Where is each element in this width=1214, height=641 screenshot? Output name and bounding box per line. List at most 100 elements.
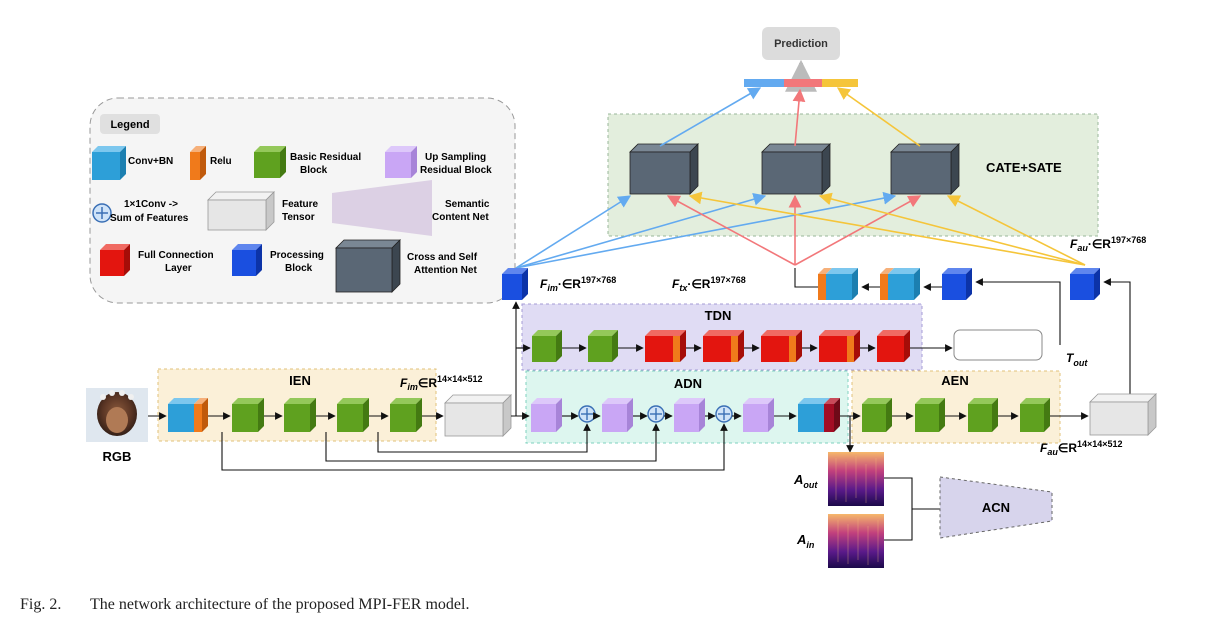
legend-feature-tensor-block [207, 191, 275, 231]
t-out-tensor [953, 329, 1043, 361]
tdn-fc-4 [819, 330, 860, 362]
legend-basic-residual-block [254, 146, 286, 178]
legend-basic-residual-label-1: Basic Residual [290, 152, 361, 163]
f-im-top-label: Fim·∈R197×768 [540, 275, 616, 293]
a-out-label: Aout [793, 472, 818, 490]
a-in-texture [837, 518, 879, 565]
legend-feature-tensor-label-1: Feature [282, 199, 319, 210]
a-in-spectrogram [828, 514, 884, 568]
a-in-label: Ain [796, 532, 815, 550]
processing-row: Fim·∈R197×768 Ftx·∈R197×768 Fau·∈R197× [502, 235, 1146, 395]
adn-upsample-1 [531, 398, 562, 432]
ien-residual-2 [284, 398, 316, 432]
legend-attention-label-2: Attention Net [414, 265, 477, 276]
legend-relu-label: Relu [210, 156, 232, 167]
text-conv-relu-1 [818, 268, 858, 300]
im-feature-tensor [444, 394, 512, 437]
legend: Legend Conv+BN Relu Basic Residual Block… [92, 114, 492, 293]
tdn-fc-1 [645, 330, 686, 362]
text-conv-relu-2 [880, 268, 920, 300]
processing-block-tx [942, 268, 972, 300]
adn-upsample-4 [743, 398, 774, 432]
legend-conv1x1-label-1: 1×1Conv -> [124, 199, 178, 210]
prediction-box [762, 27, 840, 60]
legend-processing-block [232, 244, 262, 276]
output-bar-red [784, 79, 822, 87]
output-bar-yellow [822, 79, 858, 87]
output-bar-blue [744, 79, 784, 87]
legend-title-box [100, 114, 160, 134]
processing-block-im [502, 268, 528, 300]
tdn-fc-3 [761, 330, 802, 362]
legend-processing-label-1: Processing [270, 250, 324, 261]
caption-text: The network architecture of the proposed… [90, 596, 470, 613]
aen-label: AEN [941, 373, 968, 388]
processing-block-au [1070, 268, 1100, 300]
legend-upsampling-label-1: Up Sampling [425, 152, 486, 163]
legend-fc-label-2: Layer [165, 263, 192, 274]
ien-residual-1 [232, 398, 264, 432]
f-au-bottom-label: Fau∈R14×14×512 [1040, 439, 1123, 457]
rgb-label: RGB [103, 449, 132, 464]
fusion-arrows [515, 87, 1086, 269]
tdn-fc-5 [877, 330, 910, 362]
ien-residual-4 [390, 398, 422, 432]
legend-fc-label-1: Full Connection [138, 250, 214, 261]
aen-residual-4 [1020, 398, 1050, 432]
legend-upsampling-label-2: Residual Block [420, 165, 492, 176]
legend-processing-label-2: Block [285, 263, 313, 274]
adn-upsample-2 [602, 398, 633, 432]
t-out-label: Tout [1066, 351, 1088, 368]
legend-upsampling-block [385, 146, 417, 178]
legend-relu-block [190, 146, 206, 180]
a-out-texture [835, 456, 877, 503]
sum-icon [92, 203, 112, 223]
adn-conv-output [798, 398, 840, 432]
f-au-top-label: Fau·∈R197×768 [1070, 235, 1146, 253]
aen-residual-1 [862, 398, 892, 432]
aen-residual-3 [968, 398, 998, 432]
tdn-fc-2 [703, 330, 744, 362]
figure-caption: Fig. 2. The network architecture of the p… [20, 596, 820, 614]
legend-semantic-label-2: Content Net [432, 212, 489, 223]
au-feature-tensor [1089, 393, 1157, 436]
legend-title: Legend [110, 119, 149, 131]
aen-residual-2 [915, 398, 945, 432]
f-im-label: Fim∈R14×14×512 [400, 374, 483, 392]
attention-block-3 [890, 143, 960, 195]
tdn-residual-2 [588, 330, 618, 362]
legend-attention-block [335, 239, 401, 293]
legend-fc-block [100, 244, 130, 276]
ien-residual-3 [337, 398, 369, 432]
legend-semantic-label-1: Semantic [445, 199, 490, 210]
attention-block-1 [629, 143, 699, 195]
acn-label: ACN [982, 500, 1010, 515]
main-row: RGB IEN Fim∈R14×14×512 [86, 301, 1157, 471]
prediction-label: Prediction [774, 38, 828, 50]
sum-icon [647, 405, 665, 423]
adn-label: ADN [674, 376, 702, 391]
legend-conv-bn-label: Conv+BN [128, 156, 173, 167]
legend-semantic-shape [332, 180, 432, 236]
tdn-residual-1 [532, 330, 562, 362]
legend-conv-bn-block [92, 146, 126, 180]
tdn-label: TDN [705, 308, 732, 323]
legend-conv1x1-label-2: Sum of Features [110, 213, 189, 224]
cate-sate-blocks: CATE+SATE [629, 143, 1062, 195]
legend-attention-label-1: Cross and Self [407, 252, 478, 263]
sum-icon [715, 405, 733, 423]
f-tx-label: Ftx·∈R197×768 [672, 275, 746, 293]
legend-basic-residual-label-2: Block [300, 165, 328, 176]
caption-label: Fig. 2. [20, 596, 62, 613]
rgb-input-image [86, 388, 148, 442]
ien-conv-relu [168, 398, 208, 432]
audio-section: Aout Ain ACN [793, 452, 1053, 568]
attention-block-2 [761, 143, 831, 195]
adn-upsample-3 [674, 398, 705, 432]
sum-icon [578, 405, 596, 423]
acn-block [939, 476, 1053, 539]
legend-feature-tensor-label-2: Tensor [282, 212, 315, 223]
tdn-row: TDN [518, 308, 1088, 368]
cate-sate-label: CATE+SATE [986, 160, 1062, 175]
